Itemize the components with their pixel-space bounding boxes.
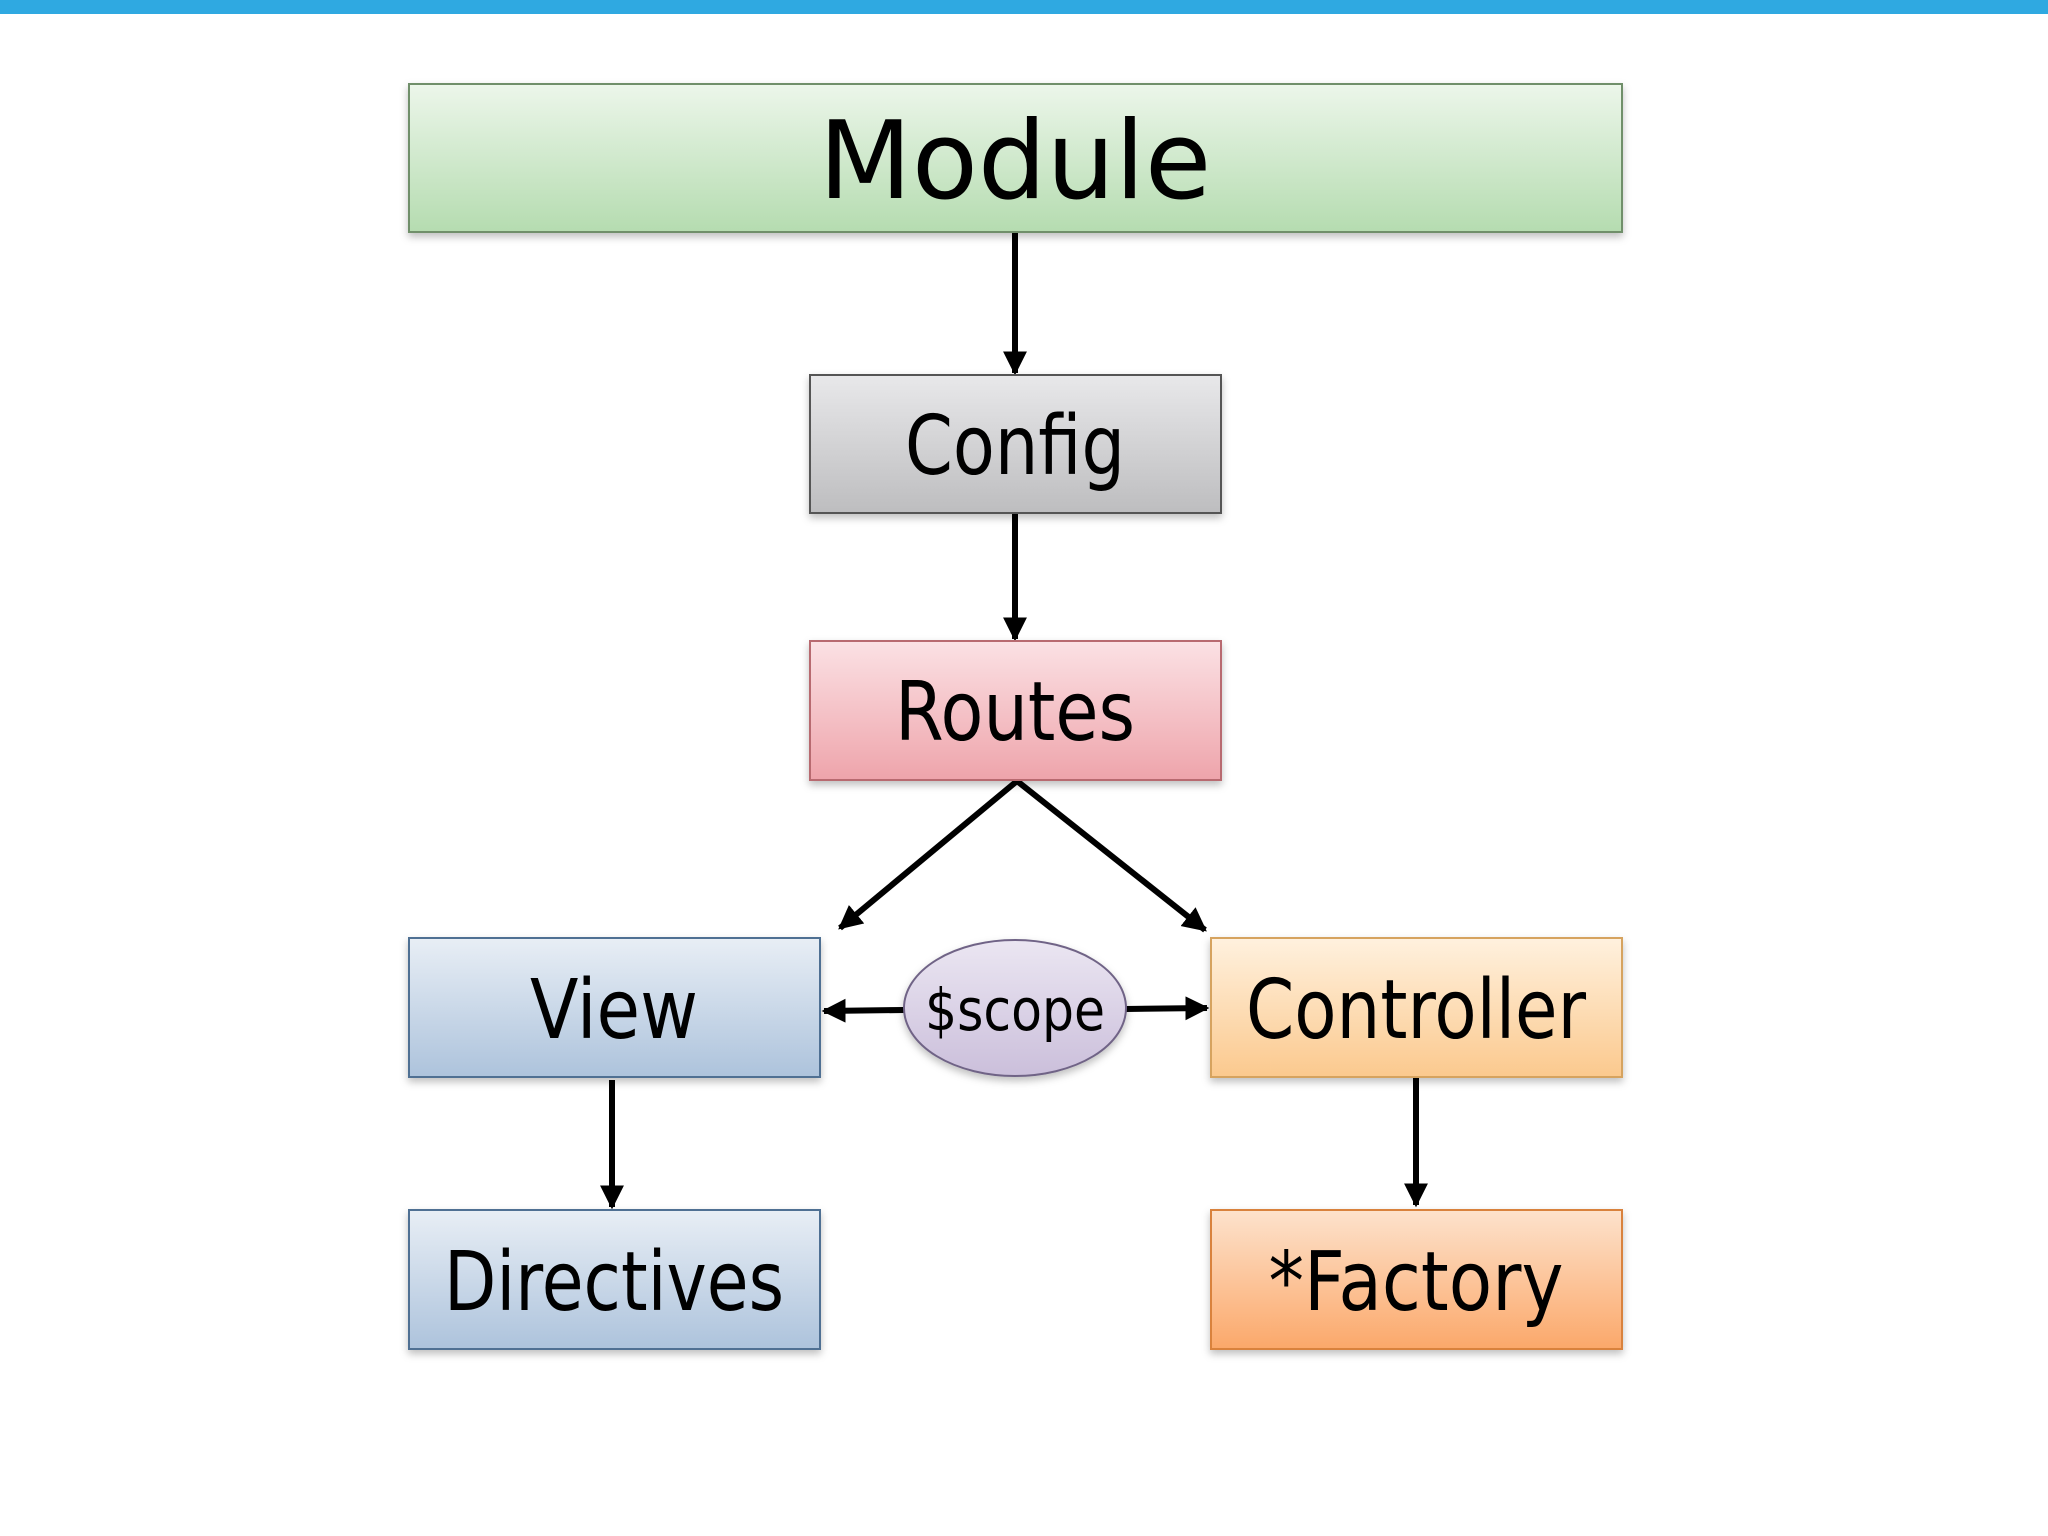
node-config: Config [809, 374, 1222, 514]
node-factory: *Factory [1210, 1209, 1623, 1350]
arrow-scope-controller [1125, 996, 1210, 1021]
arrow-scope-view [821, 998, 905, 1023]
controller-label: Controller [1246, 963, 1586, 1058]
directives-label: Directives [444, 1235, 784, 1330]
config-label: Config [905, 399, 1125, 494]
node-directives: Directives [408, 1209, 821, 1350]
module-label: Module [819, 99, 1212, 224]
node-controller: Controller [1210, 937, 1623, 1078]
arrow-routes-view [838, 778, 1019, 931]
top-accent-bar [0, 0, 2048, 14]
routes-label: Routes [895, 665, 1135, 760]
node-routes: Routes [809, 640, 1222, 781]
connectors [600, 232, 1428, 1210]
scope-label: $scope [925, 976, 1105, 1044]
node-view: View [408, 937, 821, 1078]
arrow-routes-controller [1015, 778, 1207, 933]
factory-label: *Factory [1269, 1235, 1564, 1330]
node-module: Module [408, 83, 1623, 233]
node-scope: $scope [903, 939, 1127, 1077]
view-label: View [530, 963, 698, 1058]
